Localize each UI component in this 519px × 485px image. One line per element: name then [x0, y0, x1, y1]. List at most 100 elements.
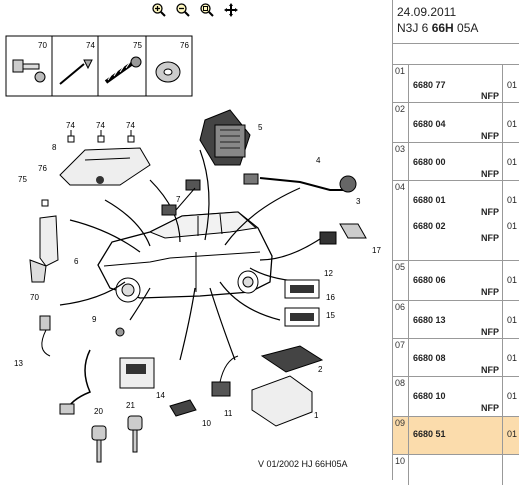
sensor-3: [339, 175, 357, 193]
part-row-02[interactable]: 02 6680 04 NFP 01: [393, 103, 519, 143]
legend-76-label: 76: [180, 41, 189, 50]
toolbar: [150, 1, 240, 19]
fastener-legend: 70 74 75 76: [5, 35, 193, 97]
callout-4: 4: [316, 156, 321, 165]
washer-icon: [155, 61, 181, 83]
connector-11: [211, 355, 239, 397]
key-20: [91, 425, 107, 463]
bracket-6: [29, 215, 59, 283]
part-number: 6680 08: [413, 353, 446, 363]
nfp-label: NFP: [481, 207, 499, 217]
part-number: 6680 77: [413, 80, 446, 90]
callout-74a: 74: [66, 121, 75, 130]
callout-14: 14: [156, 391, 165, 400]
callout-17: 17: [372, 246, 381, 255]
quantity: 01: [506, 221, 517, 231]
zoom-out-icon[interactable]: [174, 1, 192, 19]
callout-leaders: [70, 130, 132, 136]
quantity: 01: [506, 353, 517, 363]
legend-75-label: 75: [133, 41, 142, 50]
zoom-in-icon[interactable]: [150, 1, 168, 19]
callout-15: 15: [326, 311, 335, 320]
callout-5: 5: [258, 123, 263, 132]
diagram-reference: V 01/2002 HJ 66H05A: [258, 459, 348, 469]
spacer-row: [393, 44, 519, 65]
quantity: 01: [506, 429, 517, 439]
callout-10: 10: [202, 419, 211, 428]
label-15: [284, 307, 320, 327]
part-number: 6680 10: [413, 391, 446, 401]
part-row-10[interactable]: 10: [393, 455, 519, 485]
date: 24.09.2011: [397, 5, 457, 19]
nfp-label: NFP: [481, 365, 499, 375]
callout-2: 2: [318, 365, 323, 374]
part-number: 6680 51: [413, 429, 446, 439]
bracket-8: [59, 147, 151, 186]
legend-74-label: 74: [86, 41, 95, 50]
callout-9: 9: [92, 315, 97, 324]
callout-11: 11: [224, 409, 233, 418]
quantity: 01: [506, 195, 517, 205]
nfp-label: NFP: [481, 327, 499, 337]
part-row-05[interactable]: 05 6680 06 NFP 01: [393, 261, 519, 301]
nfp-label: NFP: [481, 169, 499, 179]
callout-8: 8: [52, 143, 57, 152]
callout-75: 75: [18, 175, 27, 184]
part-number: 6680 02: [413, 221, 446, 231]
bolt-icon: [12, 59, 46, 83]
part-row-07[interactable]: 07 6680 08 NFP 01: [393, 339, 519, 377]
part-row-03[interactable]: 03 6680 00 NFP 01: [393, 143, 519, 181]
callout-13: 13: [14, 359, 23, 368]
part-row-01[interactable]: 01 6680 77 NFP 01: [393, 65, 519, 103]
callout-1: 1: [314, 411, 319, 420]
callout-20: 20: [94, 407, 103, 416]
callout-76: 76: [38, 164, 47, 173]
ecu-1: [251, 375, 313, 427]
part-row-04[interactable]: 04 6680 01 NFP 01 6680 02 NFP 01: [393, 181, 519, 261]
switch-17: [319, 223, 367, 245]
siren-5: [199, 109, 251, 166]
part-row-06[interactable]: 06 6680 13 NFP 01: [393, 301, 519, 339]
relay-14: [119, 357, 155, 389]
harness-4: [243, 173, 345, 191]
quantity: 01: [506, 119, 517, 129]
pan-icon[interactable]: [222, 1, 240, 19]
module-2: [260, 345, 324, 373]
part-number: 6680 04: [413, 119, 446, 129]
connector-13: [39, 315, 51, 357]
quantity: 01: [506, 157, 517, 167]
sensor-7: [161, 179, 201, 216]
legend-70-label: 70: [38, 41, 47, 50]
harness-9: [59, 327, 125, 415]
quantity: 01: [506, 275, 517, 285]
callout-12: 12: [324, 269, 333, 278]
callout-70: 70: [30, 293, 39, 302]
nfp-label: NFP: [481, 131, 499, 141]
callout-7: 7: [176, 195, 181, 204]
part-number: 6680 01: [413, 195, 446, 205]
part-number: 6680 13: [413, 315, 446, 325]
part-number: 6680 00: [413, 157, 446, 167]
zoom-fit-icon[interactable]: [198, 1, 216, 19]
nfp-label: NFP: [481, 91, 499, 101]
illustration-panel: 70 74 75 76: [0, 0, 393, 480]
parts-list-panel: 24.09.2011 N3J 6 66H 05A 01 6680 77 NFP …: [393, 0, 519, 485]
callout-6: 6: [74, 257, 79, 266]
quantity: 01: [506, 80, 517, 90]
parts-diagram: 70 74 75 76: [0, 20, 392, 480]
part-row-09-selected[interactable]: 09 6680 51 01: [393, 417, 519, 455]
callout-21: 21: [126, 401, 135, 410]
callout-labels: 74 74 74 8 76 75 6 70 5 4 3 17 12 16 15 …: [14, 121, 381, 428]
clip-pin-icon: [59, 59, 93, 85]
model-code: N3J 6 66H 05A: [397, 21, 479, 35]
quantity: 01: [506, 391, 517, 401]
car-illustration: [97, 211, 273, 303]
header: 24.09.2011 N3J 6 66H 05A: [393, 0, 519, 44]
connector-10: [169, 399, 197, 417]
nfp-label: NFP: [481, 233, 499, 243]
key-21: [127, 415, 143, 453]
callout-16: 16: [326, 293, 335, 302]
quantity: 01: [506, 315, 517, 325]
part-row-08[interactable]: 08 6680 10 NFP 01: [393, 377, 519, 417]
part-number: 6680 06: [413, 275, 446, 285]
